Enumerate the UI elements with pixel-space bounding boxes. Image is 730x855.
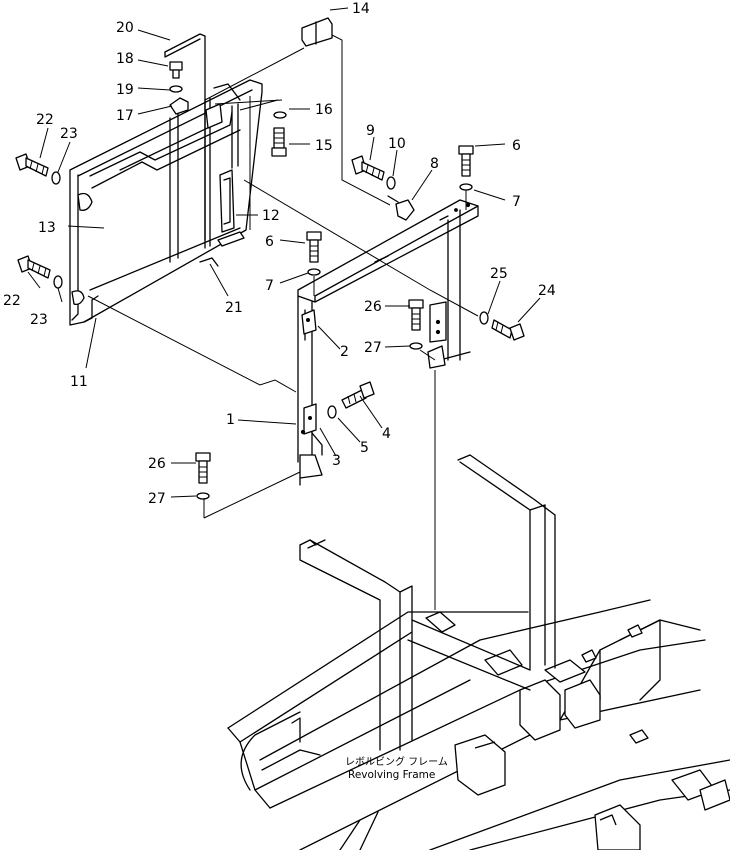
callout-6-right: 6: [512, 138, 521, 154]
callout-2: 2: [340, 344, 349, 360]
revolving-frame: レボルビング フレーム Revolving Frame: [227, 454, 730, 851]
callout-23-lower: 23: [30, 312, 48, 328]
callout-27-left: 27: [148, 491, 166, 507]
bolt-9: [351, 155, 385, 181]
washer-5: [327, 405, 337, 419]
washer-10: [386, 176, 396, 190]
bolt-22-upper: [15, 153, 49, 177]
callout-16: 16: [315, 102, 333, 118]
callout-7-mid: 7: [265, 278, 274, 294]
panel: [69, 79, 263, 326]
callout-11: 11: [70, 374, 88, 390]
callout-10: 10: [388, 136, 406, 152]
washer-16: [273, 111, 287, 119]
callout-14: 14: [352, 1, 370, 17]
callout-25: 25: [490, 266, 508, 282]
callout-27-right: 27: [364, 340, 382, 356]
latch-12: [217, 231, 245, 247]
callout-7-right: 7: [512, 194, 521, 210]
bolt-6-right: [458, 145, 474, 177]
callout-22-upper: 22: [36, 112, 54, 128]
assembly-lines: [87, 34, 479, 610]
bolt-26-left: [195, 452, 211, 484]
frame-label-japanese: レボルビング フレーム: [345, 755, 448, 768]
washer-25: [479, 311, 489, 325]
bolt-6-mid: [306, 231, 322, 263]
bolt-22-lower: [17, 255, 51, 279]
washer-7-right: [459, 183, 473, 191]
callout-12: 12: [262, 208, 280, 224]
callout-1: 1: [226, 412, 235, 428]
callout-8: 8: [430, 156, 439, 172]
callout-15: 15: [315, 138, 333, 154]
callout-18: 18: [116, 51, 134, 67]
callout-numbers: 1 2 3 4 5 6 6 7 7 8 9 10 11 12 13 14 15 …: [3, 1, 556, 507]
rod-20: [164, 33, 206, 241]
callout-3: 3: [332, 453, 341, 469]
washer-27-left: [196, 492, 210, 500]
bolt-24: [491, 319, 525, 341]
callout-21: 21: [225, 300, 243, 316]
hinge-14: [301, 17, 333, 47]
bolt-18: [169, 61, 183, 79]
callout-17: 17: [116, 108, 134, 124]
callout-6-mid: 6: [265, 234, 274, 250]
callout-24: 24: [538, 283, 556, 299]
callout-13: 13: [38, 220, 56, 236]
callout-23-upper: 23: [60, 126, 78, 142]
frame-label-english: Revolving Frame: [348, 769, 435, 781]
bolt-15: [271, 127, 287, 157]
callout-20: 20: [116, 20, 134, 36]
catch-8: [387, 195, 415, 221]
washer-23-upper: [51, 171, 61, 185]
callout-26-left: 26: [148, 456, 166, 472]
callout-4: 4: [382, 426, 391, 442]
washer-19: [169, 85, 183, 93]
leader-lines: [27, 7, 541, 498]
support-frame: [297, 199, 479, 486]
pin-21: [199, 257, 219, 267]
washer-23-lower: [53, 275, 63, 289]
callout-9: 9: [366, 123, 375, 139]
bolt-4: [341, 381, 375, 409]
bolt-26-right: [408, 299, 424, 331]
clip-17: [169, 97, 189, 115]
washer-7-mid: [307, 268, 321, 276]
callout-26-right: 26: [364, 299, 382, 315]
callout-19: 19: [116, 82, 134, 98]
washer-27-right: [409, 342, 423, 350]
callout-22-lower: 22: [3, 293, 21, 309]
callout-5: 5: [360, 440, 369, 456]
